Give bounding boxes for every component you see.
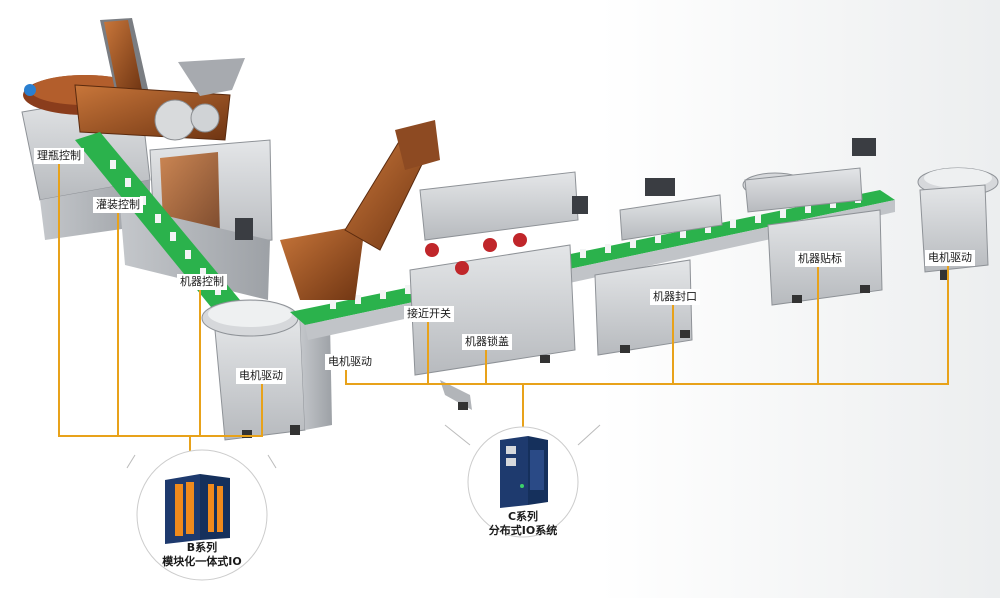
- label-capping: 机器锁盖: [462, 334, 512, 350]
- b-series-module-image: [165, 474, 230, 544]
- bottles-left: [110, 160, 221, 295]
- b-series-subtitle: 模块化一体式IO: [162, 555, 242, 568]
- wire-left-bus: [58, 160, 263, 437]
- label-machine-control: 机器控制: [177, 274, 227, 290]
- label-sealing: 机器封口: [650, 289, 700, 305]
- wire-right-bus: [345, 262, 949, 385]
- label-motor-drive-right: 电机驱动: [925, 250, 975, 266]
- b-series-callout: [126, 449, 277, 581]
- c-series-caption: C系列 分布式IO系统: [463, 510, 583, 538]
- sealing-machine: [594, 178, 723, 356]
- label-filling-control: 灌装控制: [93, 197, 143, 213]
- c-series-subtitle: 分布式IO系统: [488, 524, 558, 537]
- c-series-module-image: [500, 436, 548, 508]
- label-bottle-sorting: 理瓶控制: [34, 148, 84, 164]
- c-series-title: C系列: [507, 510, 539, 523]
- b-series-title: B系列: [186, 541, 218, 554]
- label-motor-drive-mid: 电机驱动: [325, 354, 375, 370]
- capping-machine: [280, 120, 588, 410]
- label-proximity-switch: 接近开关: [404, 306, 454, 322]
- label-labeling: 机器贴标: [795, 251, 845, 267]
- signal-wiring: [58, 160, 949, 470]
- b-series-caption: B系列 模块化一体式IO: [142, 541, 262, 569]
- label-motor-drive-left: 电机驱动: [236, 368, 286, 384]
- c-series-callout: [444, 424, 601, 538]
